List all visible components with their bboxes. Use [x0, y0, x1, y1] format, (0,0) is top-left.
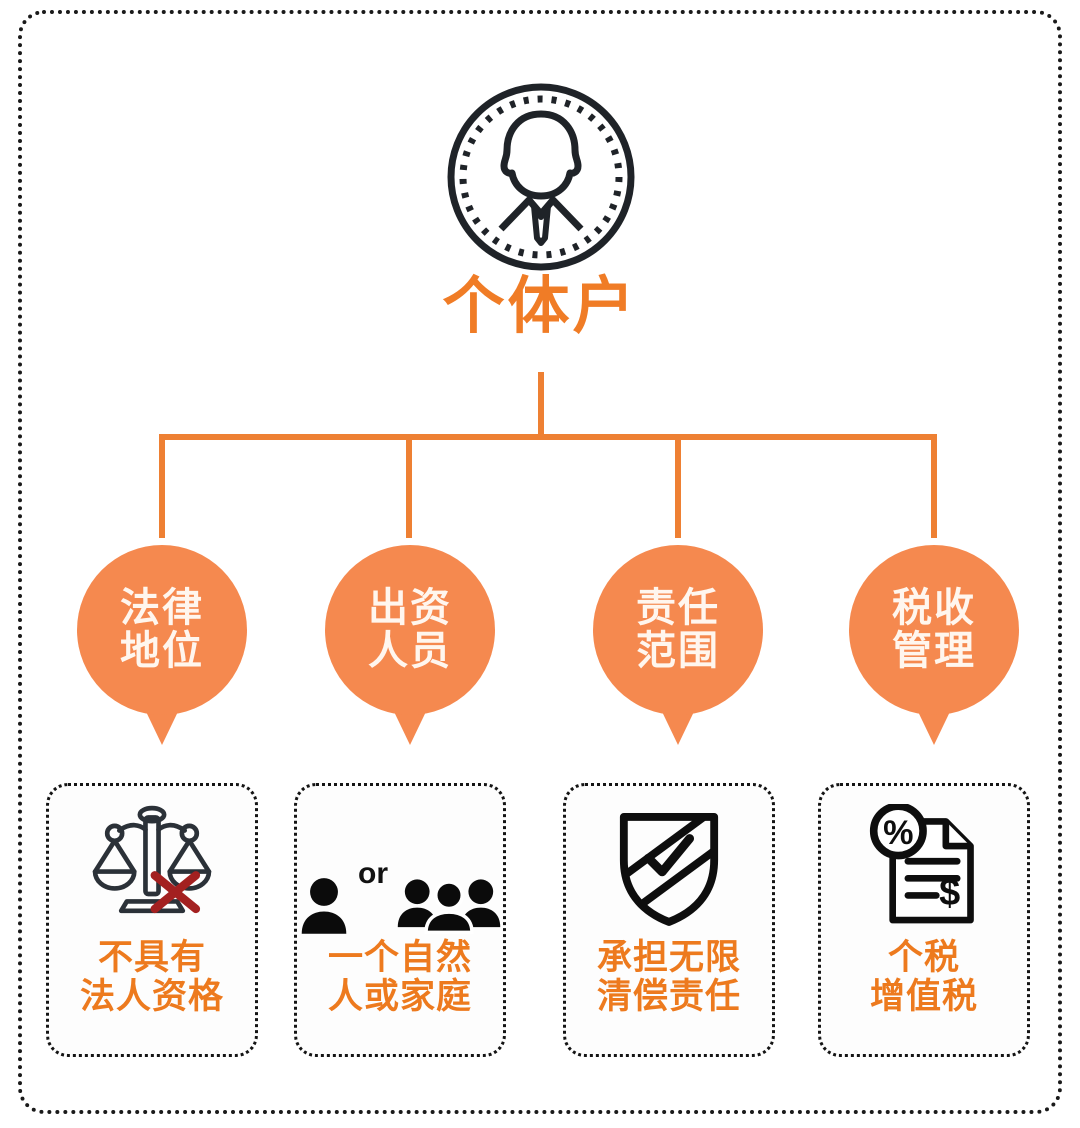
tax-document-percent-dollar-icon: $ % [868, 798, 980, 934]
card-text-line1: 一个自然 [327, 938, 472, 977]
branch-label-line1: 法律 [120, 585, 204, 630]
branch-pin-tax-management[interactable]: 税收 管理 [849, 545, 1019, 745]
branch-label: 法律 地位 [77, 545, 247, 715]
shield-check-icon [615, 798, 723, 934]
connector-stem [538, 372, 544, 440]
connector-horizontal-bar [159, 434, 937, 440]
or-label: or [358, 857, 388, 890]
pin-circle [325, 545, 495, 715]
card-text-line2: 人或家庭 [327, 977, 472, 1017]
outer-dotted-frame [18, 10, 1062, 1114]
connector-drop-2 [406, 434, 412, 538]
connector-drop-4 [931, 434, 937, 538]
card-text-line2: 清偿责任 [596, 977, 741, 1017]
scales-of-justice-crossed-out-icon [82, 798, 222, 934]
pin-circle [593, 545, 763, 715]
svg-text:%: % [883, 814, 913, 852]
connector-drop-3 [675, 434, 681, 538]
svg-text:$: $ [939, 872, 960, 914]
detail-card-text: 不具有 法人资格 [80, 938, 224, 1016]
detail-card-text: 承担无限 清偿责任 [597, 938, 741, 1016]
connector-drop-1 [159, 434, 165, 538]
branch-label-line1: 出资 [368, 585, 452, 630]
branch-label: 责任 范围 [593, 545, 763, 715]
card-text-line2: 增值税 [869, 977, 978, 1017]
branch-pin-contributors[interactable]: 出资 人员 [325, 545, 495, 745]
branch-pin-legal-status[interactable]: 法律 地位 [77, 545, 247, 745]
detail-card-text: 个税 增值税 [870, 938, 978, 1016]
pin-circle [77, 545, 247, 715]
person-in-circle-icon [446, 82, 636, 272]
detail-card-contributors[interactable]: or 一个自然 人或家庭 [294, 783, 506, 1057]
branch-label-line2: 地位 [120, 629, 204, 673]
branch-label-line2: 管理 [892, 629, 976, 673]
detail-card-text: 一个自然 人或家庭 [328, 938, 472, 1016]
root-title: 个体户 [442, 272, 638, 341]
branch-label: 税收 管理 [849, 545, 1019, 715]
card-text-line1: 不具有 [97, 938, 206, 977]
card-text-line1: 承担无限 [596, 938, 741, 977]
detail-card-legal-status[interactable]: 不具有 法人资格 [46, 783, 258, 1057]
branch-pin-liability-scope[interactable]: 责任 范围 [593, 545, 763, 745]
branch-label-line1: 责任 [636, 585, 720, 630]
detail-card-tax-management[interactable]: $ % 个税 增值税 [818, 783, 1030, 1057]
detail-card-liability-scope[interactable]: 承担无限 清偿责任 [563, 783, 775, 1057]
branch-label-line2: 人员 [368, 629, 452, 673]
person-or-group-icon: or [298, 798, 502, 934]
card-text-line1: 个税 [887, 938, 960, 977]
branch-label-line1: 税收 [892, 585, 976, 630]
card-text-line2: 法人资格 [79, 977, 224, 1017]
branch-label: 出资 人员 [325, 545, 495, 715]
branch-label-line2: 范围 [636, 629, 720, 673]
pin-circle [849, 545, 1019, 715]
